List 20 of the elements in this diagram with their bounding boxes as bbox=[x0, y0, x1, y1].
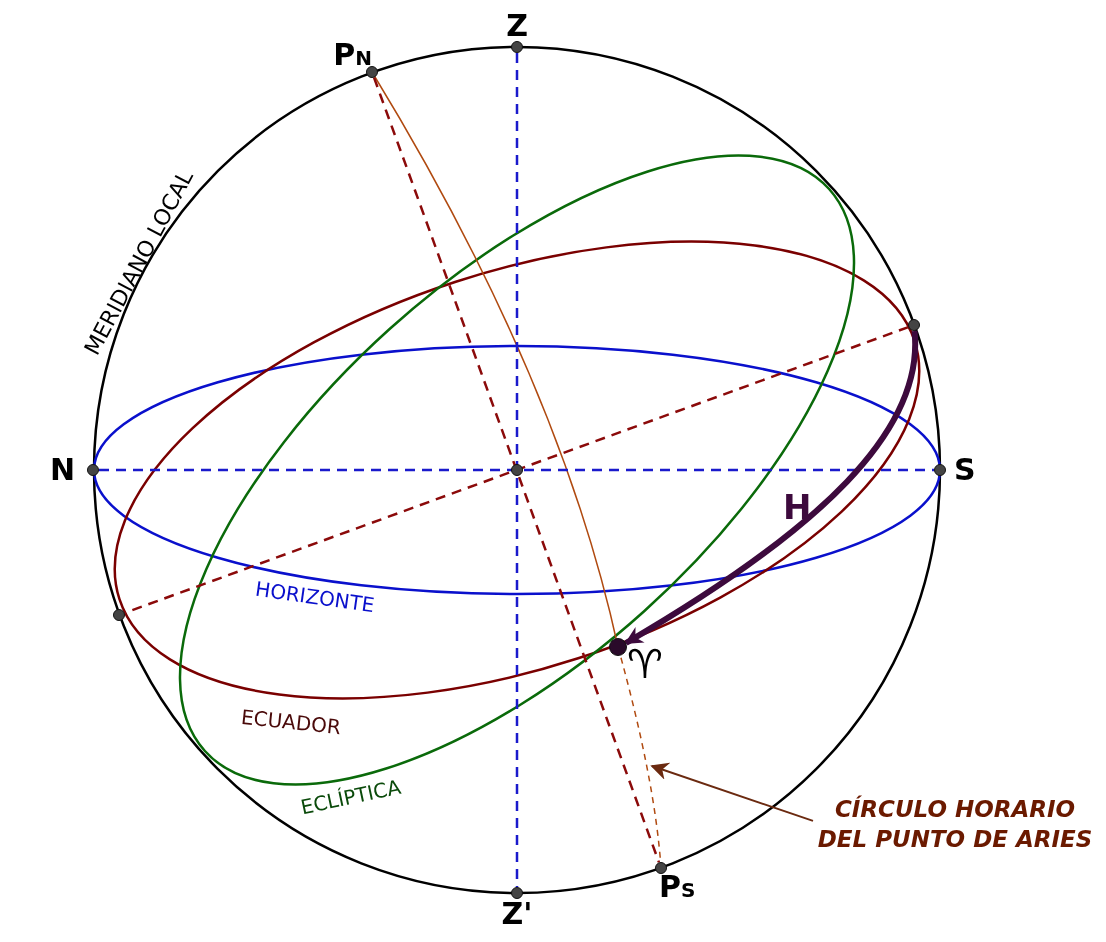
point-label: Z bbox=[506, 11, 528, 41]
horizon-label: HORIZONTE bbox=[253, 576, 376, 618]
edge-label: H bbox=[783, 487, 812, 527]
point-marker bbox=[113, 609, 125, 621]
dashed-axis-line bbox=[99, 468, 934, 472]
labelled-point bbox=[333, 40, 378, 78]
point-label: S bbox=[954, 455, 976, 485]
dashed-axis-line bbox=[124, 325, 909, 615]
labelled-point bbox=[506, 11, 528, 53]
point-label: Z' bbox=[501, 899, 533, 929]
point-marker bbox=[908, 319, 920, 331]
dashed-axis-line bbox=[515, 53, 519, 887]
leader-arrow bbox=[650, 762, 814, 822]
ecliptic-label: ECLÍPTICA bbox=[298, 774, 403, 820]
callout-text: CÍRCULO HORARIO DEL PUNTO DE ARIES bbox=[815, 795, 1095, 855]
arc-arrow bbox=[624, 330, 918, 646]
point-label: N bbox=[49, 455, 75, 485]
point-marker bbox=[511, 464, 523, 476]
equator-label: ECUADOR bbox=[240, 704, 342, 740]
aries-symbol: ♈ bbox=[627, 644, 663, 684]
